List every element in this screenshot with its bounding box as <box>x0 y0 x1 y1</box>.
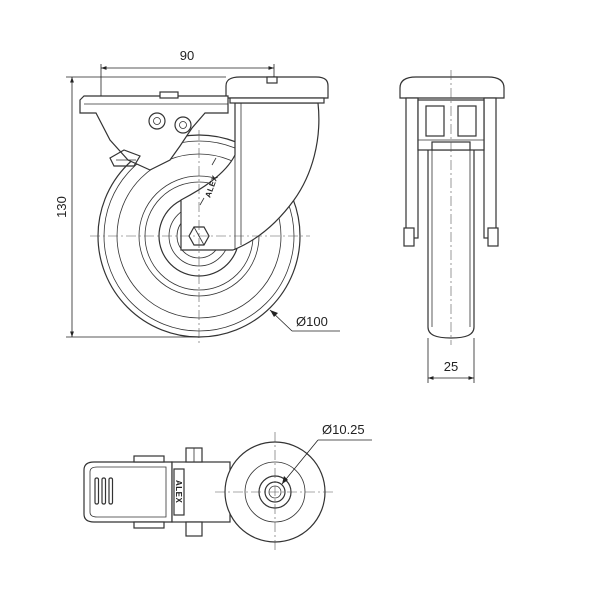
dimension-width-90: 90 <box>100 48 275 96</box>
dimension-label-bolt-hole: Ø10.25 <box>322 422 365 437</box>
top-view: ALEX Ø10.25 <box>83 422 372 552</box>
brake-lever <box>79 91 229 171</box>
side-view: ALEX 90 130 Ø100 <box>54 48 340 345</box>
top-view-brand-mark: ALEX <box>174 480 183 504</box>
front-view-fork-right <box>483 97 497 239</box>
side-view-swivel-head <box>225 76 329 99</box>
side-view-fork-leg <box>180 102 320 251</box>
front-view-top-plate <box>399 76 505 99</box>
top-view-brake-pedal <box>83 455 173 529</box>
dimension-tread-width-25: 25 <box>427 338 475 383</box>
front-view: 25 <box>399 70 505 383</box>
dimension-label-height: 130 <box>54 196 69 218</box>
dimension-bolt-hole-diameter: Ø10.25 <box>281 422 372 485</box>
front-view-fork-left <box>405 97 419 239</box>
dimension-height-130: 130 <box>54 76 226 338</box>
brand-mark-top: ALEX <box>174 480 183 504</box>
dimension-label-wheel-diameter: Ø100 <box>296 314 328 329</box>
dimension-label-tread-width: 25 <box>444 359 458 374</box>
dimension-wheel-diameter: Ø100 <box>269 309 340 332</box>
dimension-label-width: 90 <box>180 48 194 63</box>
